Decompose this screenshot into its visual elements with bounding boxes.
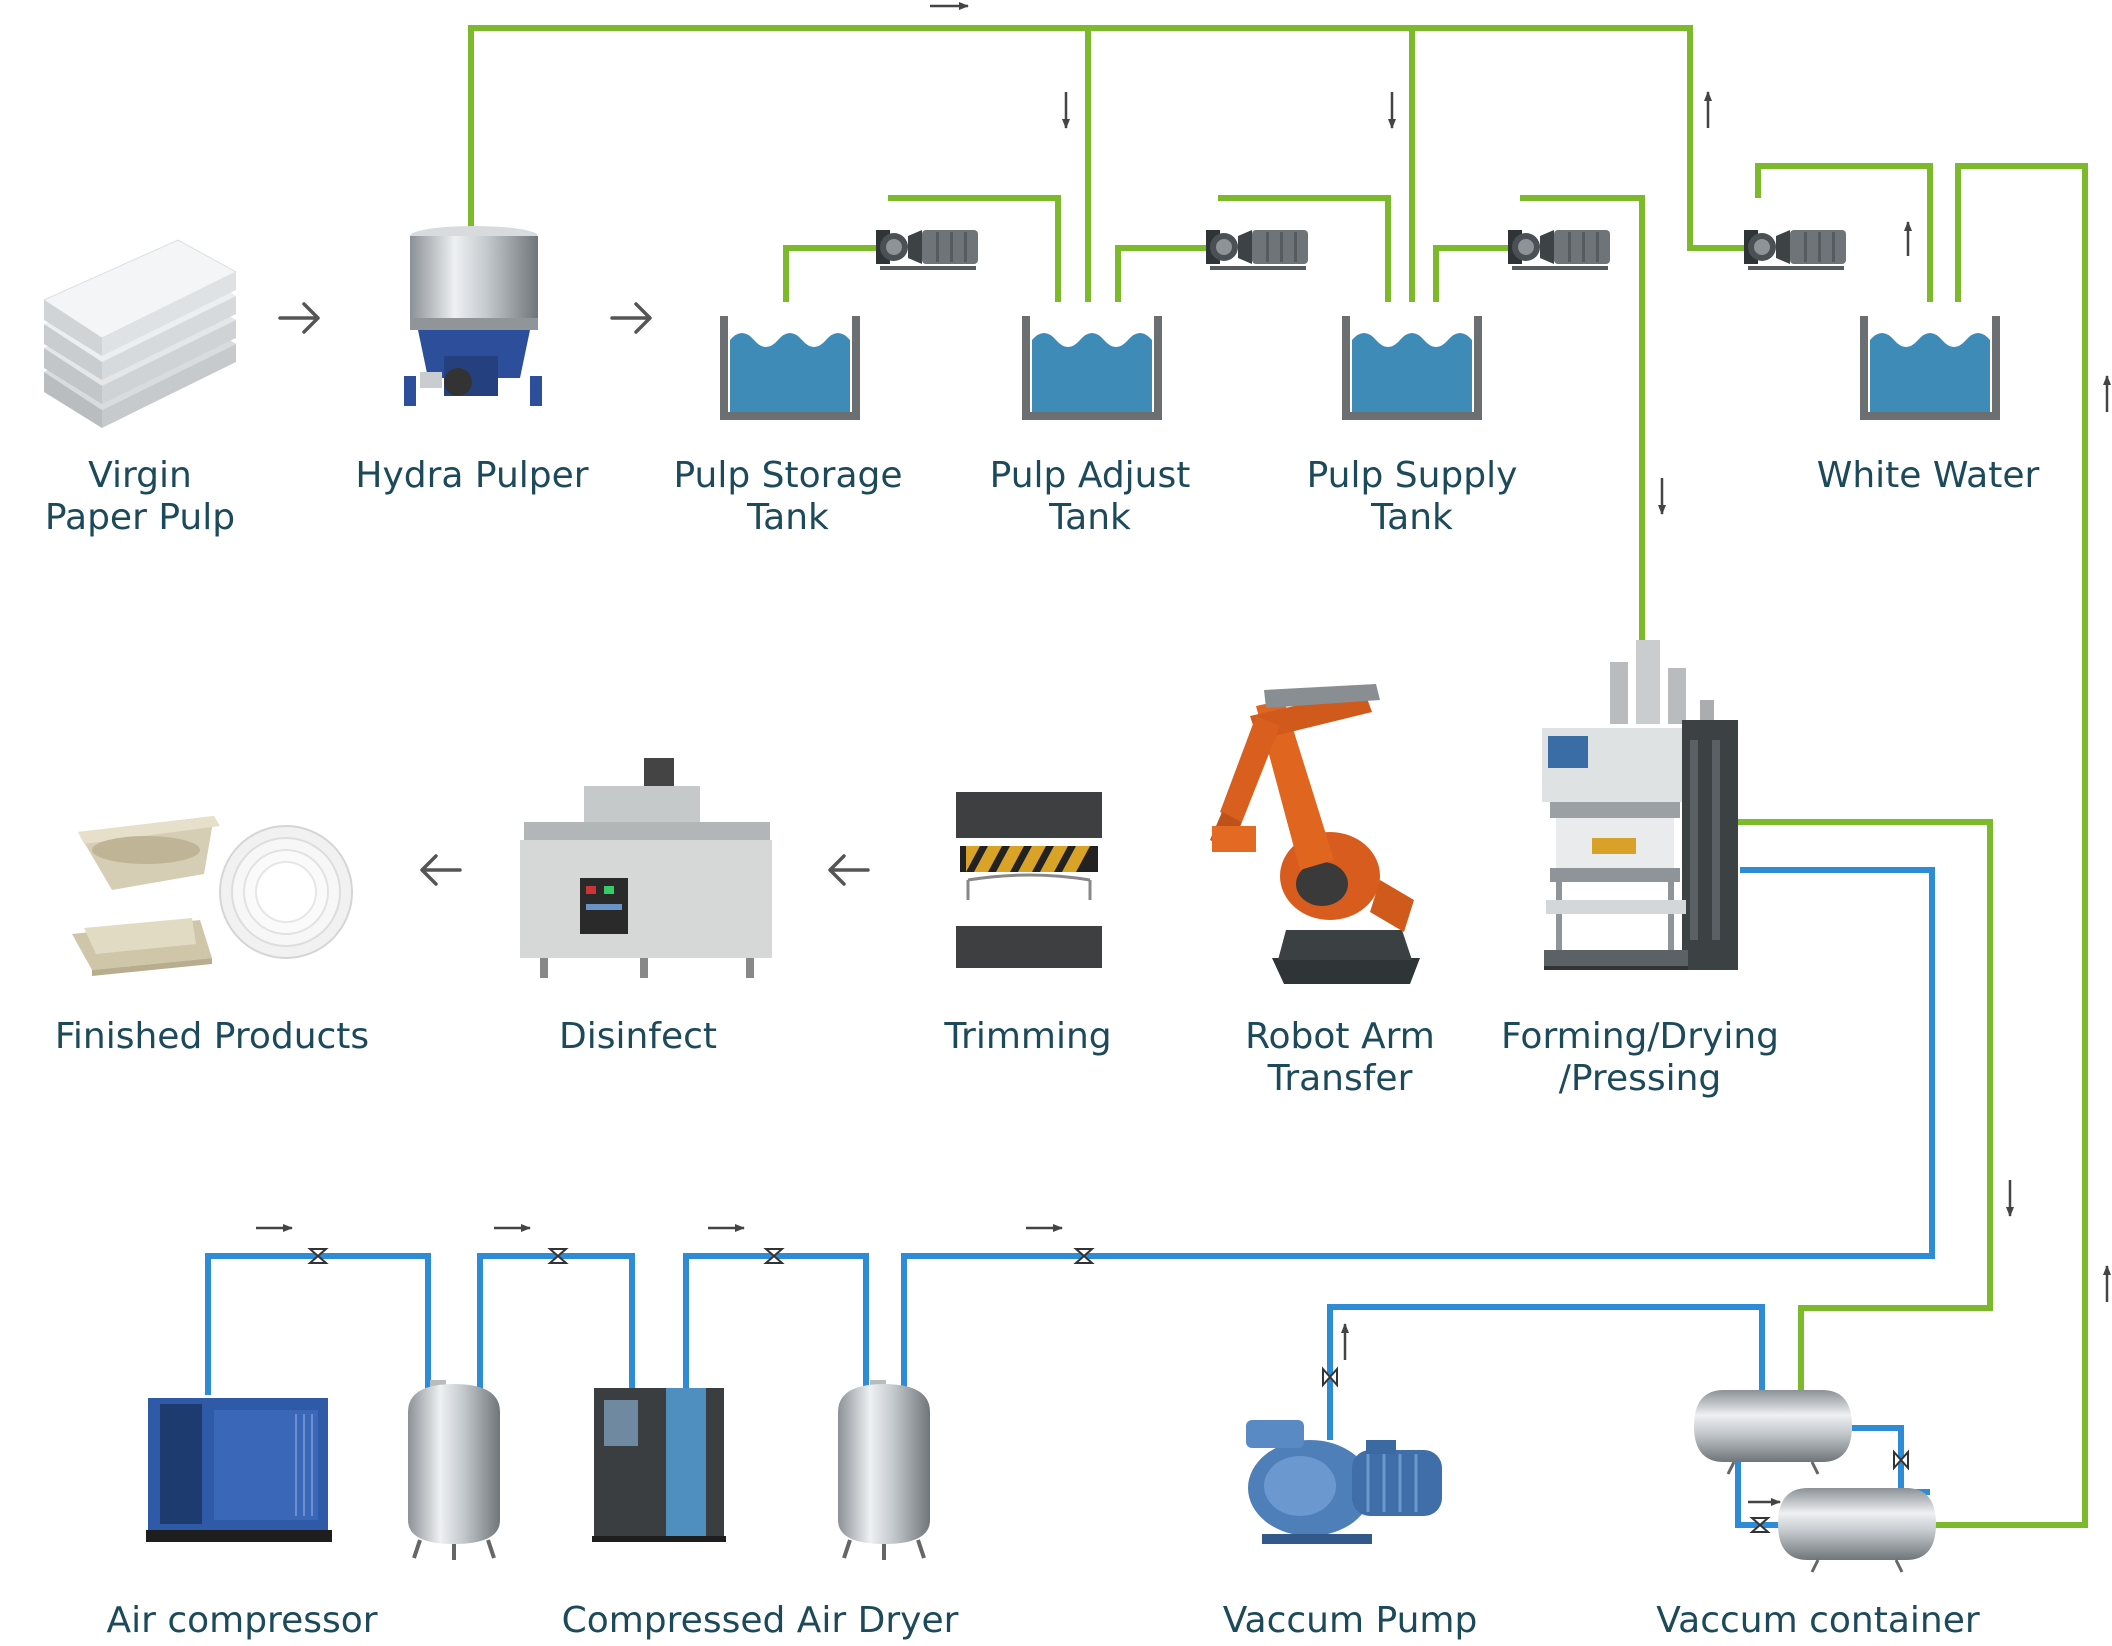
pipe-storage-pump-out xyxy=(888,195,1061,302)
molded-trays-icon xyxy=(72,816,353,976)
pipe-whitewater-return xyxy=(1935,163,2088,1528)
water-tank-icon xyxy=(1022,316,1162,420)
pump-icon xyxy=(876,230,978,270)
water-tank-icon xyxy=(1342,316,1482,420)
label-trimming: Trimming xyxy=(944,1016,1112,1057)
process-arrow-icon xyxy=(420,854,462,886)
label-vaccum-pump: Vaccum Pump xyxy=(1222,1600,1478,1641)
pipe-storage-out xyxy=(783,245,888,302)
process-arrows xyxy=(278,302,870,886)
pump-icon xyxy=(1744,230,1846,270)
label-hydra-pulper: Hydra Pulper xyxy=(355,455,589,496)
label-forming-drying-pressing: Forming/Drying/Pressing xyxy=(1501,1016,1779,1099)
water-tank-icon xyxy=(720,316,860,420)
pipe-supply-out xyxy=(1433,245,1520,302)
pipe-compressor-tank xyxy=(205,1253,431,1395)
pipe-adjust-out xyxy=(1115,245,1218,302)
vacuum-tank-icon xyxy=(1694,1390,1852,1475)
flow-arrows xyxy=(256,2,2111,1506)
uv-disinfect-machine-icon xyxy=(520,758,772,978)
air-receiver-tank-icon xyxy=(838,1380,930,1560)
water-tank-icon xyxy=(1860,316,2000,420)
process-arrow-icon xyxy=(278,302,320,334)
trimming-press-icon xyxy=(956,792,1102,968)
water-pipes xyxy=(468,25,2088,1528)
vacuum-tank-icon xyxy=(1778,1488,1936,1573)
pipe-adjust-pump-out xyxy=(1218,195,1391,302)
process-arrow-icon xyxy=(828,854,870,886)
vacuum-pump-icon xyxy=(1246,1420,1442,1544)
pipe-vacuum-lower xyxy=(1735,1462,1782,1528)
air-compressor-icon xyxy=(146,1398,332,1542)
pipe-tank-dryer xyxy=(477,1253,635,1390)
pipe-vacuum-tanks xyxy=(1852,1425,1930,1495)
label-finished-products: Finished Products xyxy=(54,1016,370,1057)
paper-stack-icon xyxy=(42,239,238,428)
valves xyxy=(309,1248,1909,1533)
air-receiver-tank-icon xyxy=(408,1380,500,1560)
pipe-vacuum-pump xyxy=(1327,1304,1765,1440)
forming-machine-icon xyxy=(1542,640,1738,970)
label-vaccum-container: Vaccum container xyxy=(1656,1600,1980,1641)
pipe-forming-drain xyxy=(1738,819,1993,1390)
robot-arm-icon xyxy=(1210,684,1420,984)
pipe-whitewater-pump xyxy=(1755,163,1933,302)
pipe-supply-to-forming xyxy=(1520,195,1645,650)
air-dryer-icon xyxy=(592,1388,726,1542)
label-compressed-air-dryer: Compressed Air Dryer xyxy=(561,1600,959,1641)
label-white-water: White Water xyxy=(1816,455,2040,496)
pump-icon xyxy=(1508,230,1610,270)
label-disinfect: Disinfect xyxy=(558,1016,718,1057)
pipe-pulper-return xyxy=(468,25,1768,251)
process-arrow-icon xyxy=(610,302,652,334)
pulper-machine-icon xyxy=(404,226,542,406)
water-tanks xyxy=(720,316,2000,420)
pump-icon xyxy=(1206,230,1308,270)
pipe-tank-forming xyxy=(901,867,1935,1390)
label-air-compressor: Air compressor xyxy=(106,1600,378,1641)
pipe-dryer-tank xyxy=(683,1253,869,1390)
